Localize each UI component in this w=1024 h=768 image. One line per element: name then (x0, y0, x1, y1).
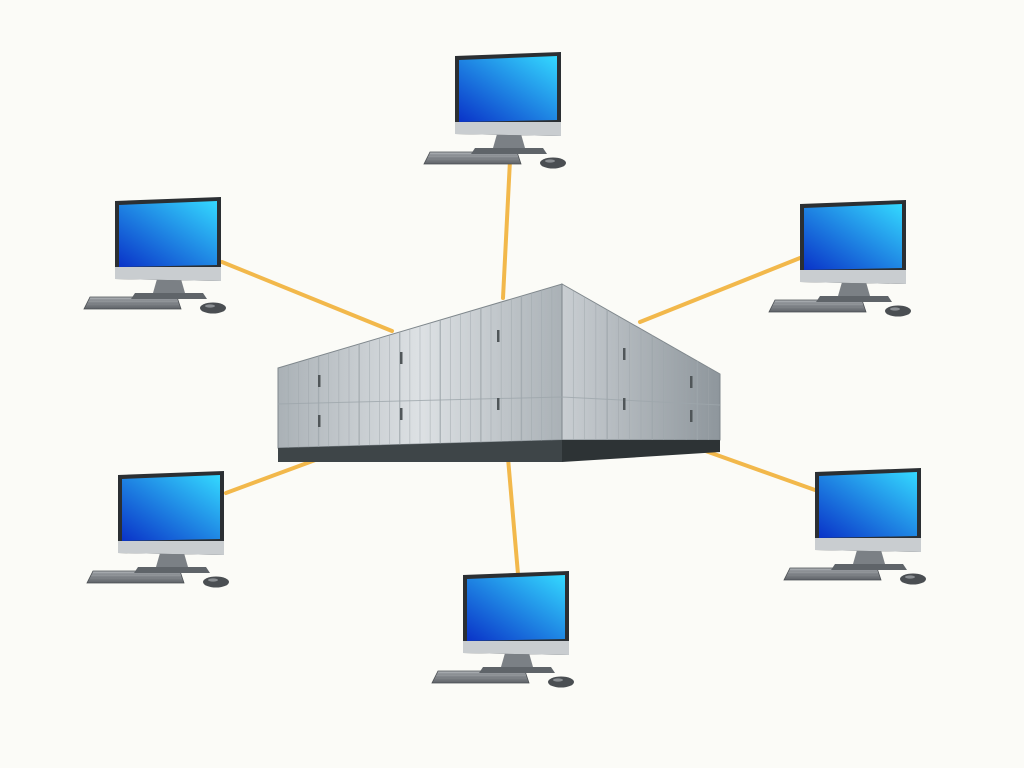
mouse-icon (200, 302, 226, 314)
mouse-icon (885, 305, 911, 317)
monitor-stand (838, 282, 870, 296)
monitor-base (134, 567, 210, 573)
monitor-base (471, 148, 547, 154)
storage-array-icon (277, 283, 721, 462)
storage-base-side (562, 440, 720, 462)
monitor-stand (493, 134, 525, 148)
link-bottom (506, 456, 520, 576)
monitor-base (816, 296, 892, 302)
monitor-stand (153, 279, 185, 293)
link-lower-right (698, 447, 817, 492)
monitor-chin (455, 122, 561, 136)
storage-base-front (278, 440, 562, 462)
monitor-screen (459, 56, 557, 122)
client-computers (83, 52, 926, 688)
storage-seam (277, 396, 721, 406)
computer-upper-left (83, 197, 226, 314)
link-lower-left (224, 457, 320, 495)
monitor-screen (122, 475, 220, 541)
connection-links (220, 158, 817, 576)
monitor-screen (119, 201, 217, 267)
monitor-chin (800, 270, 906, 284)
monitor-screen (804, 204, 902, 270)
monitor-base (831, 564, 907, 570)
central-storage-array (277, 283, 721, 462)
computer-bottom (431, 571, 574, 688)
link-top (501, 158, 512, 300)
monitor-stand (853, 550, 885, 564)
monitor-base (479, 667, 555, 673)
monitor-stand (501, 653, 533, 667)
monitor-chin (815, 538, 921, 552)
computer-lower-right (783, 468, 926, 585)
monitor-chin (463, 641, 569, 655)
link-upper-right (638, 256, 802, 324)
computer-lower-left (86, 471, 229, 588)
monitor-screen (467, 575, 565, 641)
mouse-icon (900, 573, 926, 585)
computer-top (423, 52, 566, 169)
link-upper-left (220, 260, 394, 333)
monitor-chin (115, 267, 221, 281)
storage-latches (318, 330, 693, 427)
monitor-stand (156, 553, 188, 567)
monitor-chin (118, 541, 224, 555)
monitor-base (131, 293, 207, 299)
storage-panel-lines (287, 287, 710, 448)
mouse-icon (540, 157, 566, 169)
mouse-icon (203, 576, 229, 588)
monitor-screen (819, 472, 917, 538)
computer-upper-right (768, 200, 911, 317)
mouse-icon (548, 676, 574, 688)
